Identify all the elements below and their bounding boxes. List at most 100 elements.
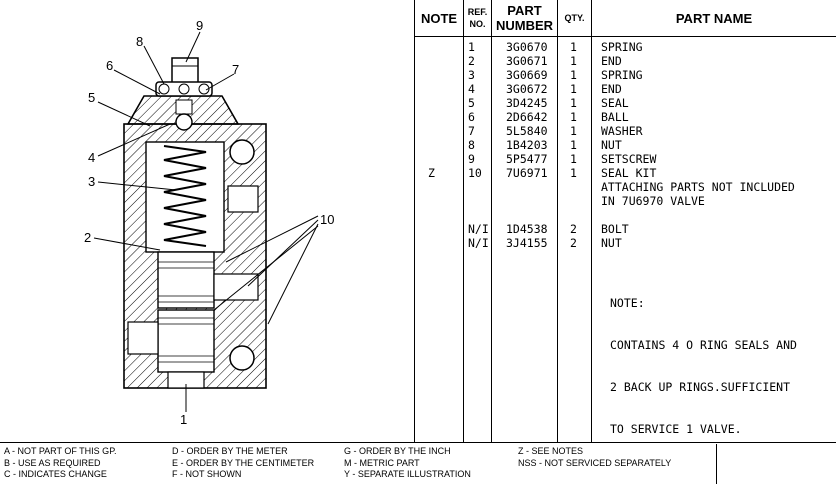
cell-part: 7U6971 xyxy=(506,166,548,180)
cell-qty: 1 xyxy=(570,54,577,68)
legend-item: D - ORDER BY THE METER xyxy=(172,446,288,456)
leader-lines xyxy=(93,31,319,412)
cell-part: 3G0672 xyxy=(506,82,548,96)
callout-6: 6 xyxy=(106,58,113,73)
cell-note: Z xyxy=(428,166,435,180)
col-divider-part xyxy=(557,0,558,442)
cell-ref: 1 xyxy=(468,40,475,54)
table-row: 6 2D6642 1 BALL xyxy=(0,110,836,124)
cell-ref: N/I xyxy=(468,236,489,250)
note-line-1: NOTE: xyxy=(610,296,645,310)
setscrew-and-nut xyxy=(155,57,213,131)
table-row: 9 5P5477 1 SETSCREW xyxy=(0,152,836,166)
table-row: 7 5L5840 1 WASHER xyxy=(0,124,836,138)
cell-part: 1D4538 xyxy=(506,222,548,236)
spring xyxy=(163,145,207,247)
table-row: 1 3G0670 1 SPRING xyxy=(0,40,836,54)
table-row: IN 7U6970 VALVE xyxy=(0,194,836,208)
note-line-3: 2 BACK UP RINGS.SUFFICIENT xyxy=(610,380,791,394)
cell-ref: 2 xyxy=(468,54,475,68)
note-line-2: CONTAINS 4 O RING SEALS AND xyxy=(610,338,797,352)
cell-ref: N/I xyxy=(468,222,489,236)
cell-part: 3G0669 xyxy=(506,68,548,82)
legend-col-2: D - ORDER BY THE METER E - ORDER BY THE … xyxy=(172,446,314,481)
callout-labels: 9 8 6 7 5 4 3 2 10 1 xyxy=(84,18,334,427)
callout-4: 4 xyxy=(88,150,95,165)
cell-part: 3G0670 xyxy=(506,40,548,54)
note-line-4: TO SERVICE 1 VALVE. xyxy=(610,422,742,436)
cell-name: NUT xyxy=(601,138,622,152)
table-row: 4 3G0672 1 END xyxy=(0,82,836,96)
col-divider-left xyxy=(414,0,415,442)
legend-item: NSS - NOT SERVICED SEPARATELY xyxy=(518,457,672,468)
cell-part: 5L5840 xyxy=(506,124,548,138)
cell-name: BALL xyxy=(601,110,629,124)
cell-part: 1B4203 xyxy=(506,138,548,152)
cell-part: 3G0671 xyxy=(506,54,548,68)
cell-ref: 9 xyxy=(468,152,475,166)
legend-item: M - METRIC PART xyxy=(344,457,420,468)
table-row xyxy=(0,208,836,222)
cell-qty: 1 xyxy=(570,96,577,110)
cell-name: END xyxy=(601,54,622,68)
cell-name: NUT xyxy=(601,236,622,250)
table-row: 8 1B4203 1 NUT xyxy=(0,138,836,152)
cell-qty: 1 xyxy=(570,124,577,138)
col-divider-ref xyxy=(491,0,492,442)
header-qty: QTY. xyxy=(564,12,585,23)
callout-8: 8 xyxy=(136,34,143,49)
header-ref-line2: NO. xyxy=(469,18,486,29)
cell-qty: 2 xyxy=(570,222,577,236)
cell-name: SEAL KIT xyxy=(601,166,657,180)
legend-item: C - INDICATES CHANGE xyxy=(4,469,107,479)
header-ref: REF. NO. xyxy=(464,0,491,36)
cell-name: END xyxy=(601,82,622,96)
cell-ref: 10 xyxy=(468,166,482,180)
cell-qty: 1 xyxy=(570,68,577,82)
cell-qty: 1 xyxy=(570,40,577,54)
legend-divider xyxy=(716,444,717,484)
cell-name: SEAL xyxy=(601,96,629,110)
legend-item: F - NOT SHOWN xyxy=(172,469,242,479)
table-row: 2 3G0671 1 END xyxy=(0,54,836,68)
legend-col-4: Z - SEE NOTES NSS - NOT SERVICED SEPARAT… xyxy=(518,446,671,469)
valve-body xyxy=(123,95,267,389)
header-part-line1: PART xyxy=(507,3,542,18)
cell-name: WASHER xyxy=(601,124,643,138)
header-part-line2: NUMBER xyxy=(495,18,554,33)
callout-5: 5 xyxy=(88,90,95,105)
legend-item: A - NOT PART OF THIS GP. xyxy=(4,446,117,456)
header-note: NOTE xyxy=(420,10,458,26)
cell-qty: 2 xyxy=(570,236,577,250)
cell-qty: 1 xyxy=(570,82,577,96)
table-bottom-border xyxy=(0,442,836,443)
cell-ref: 7 xyxy=(468,124,475,138)
cell-name: SETSCREW xyxy=(601,152,657,166)
callout-1: 1 xyxy=(180,412,187,427)
header-part-name: PART NAME xyxy=(675,10,753,26)
table-row: N/I 1D4538 2 BOLT xyxy=(0,222,836,236)
cell-qty: 1 xyxy=(570,110,577,124)
cell-qty: 1 xyxy=(570,138,577,152)
cell-part: 5P5477 xyxy=(506,152,548,166)
cell-name: SPRING xyxy=(601,40,643,54)
cell-ref: 4 xyxy=(468,82,475,96)
cell-ref: 8 xyxy=(468,138,475,152)
col-divider-note xyxy=(463,0,464,442)
cell-part: 2D6642 xyxy=(506,110,548,124)
header-divider xyxy=(414,36,836,37)
legend-item: Y - SEPARATE ILLUSTRATION xyxy=(344,469,471,479)
cell-name: ATTACHING PARTS NOT INCLUDED xyxy=(601,180,795,194)
callout-9: 9 xyxy=(196,18,203,33)
cell-name: IN 7U6970 VALVE xyxy=(601,194,705,208)
cell-name: BOLT xyxy=(601,222,629,236)
cell-ref: 6 xyxy=(468,110,475,124)
cell-qty: 1 xyxy=(570,152,577,166)
cell-part: 3D4245 xyxy=(506,96,548,110)
service-note: NOTE: CONTAINS 4 O RING SEALS AND 2 BACK… xyxy=(610,268,797,450)
callout-2: 2 xyxy=(84,230,91,245)
